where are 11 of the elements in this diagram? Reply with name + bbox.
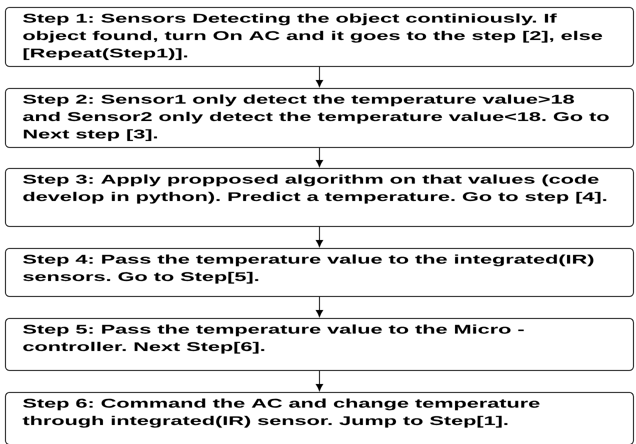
arrow — [316, 296, 323, 318]
step-box: Step 4: Pass the temperature value to the integrated(IR) sensors. Go to Step[5]. — [5, 248, 634, 297]
arrow — [316, 370, 323, 392]
arrow — [316, 147, 323, 168]
step-box: Step 3: Apply propposed algorithm on that values (code develop in python). Predict a temperature. Go to step [4]. — [5, 168, 634, 227]
arrow — [316, 226, 323, 248]
step-box: Step 6: Command the AC and change temperature through integrated(IR) sensor. Jump to Step[1]. — [5, 392, 634, 444]
step-box: Step 5: Pass the temperature value to the Micro - controller. Next Step[6]. — [5, 318, 634, 371]
step-box: Step 2: Sensor1 only detect the temperature value>18 and Sensor2 only detect the temperature value<18. Go to Next step [3]. — [5, 88, 634, 148]
step-box: Step 1: Sensors Detecting the object continiously. If object found, turn On AC and it goes to the step [2], else [Repeat(Step1)]. — [5, 7, 634, 67]
arrow — [316, 66, 323, 88]
